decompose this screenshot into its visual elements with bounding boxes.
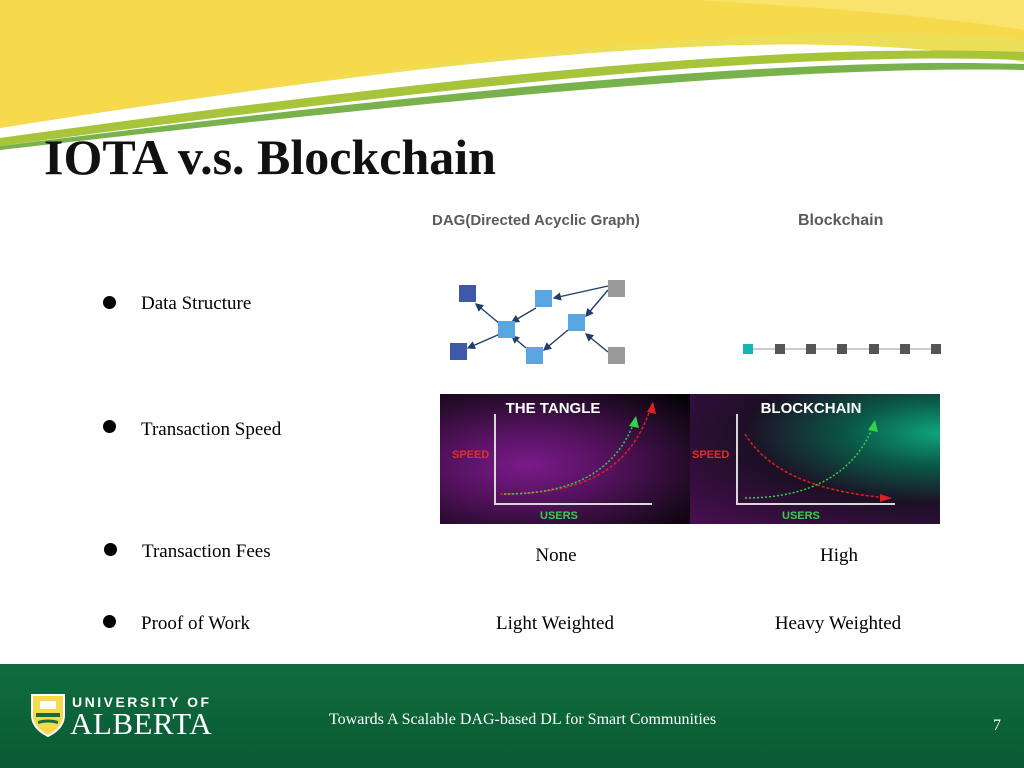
- row-label-transaction-speed: Transaction Speed: [141, 419, 281, 441]
- chain-block: [869, 344, 879, 354]
- dag-node: [568, 314, 585, 331]
- university-logo-main: ALBERTA: [70, 706, 212, 742]
- blockchain-diagram: [738, 340, 948, 360]
- bullet-icon: [103, 296, 116, 309]
- dag-node: [608, 280, 625, 297]
- blockchain-fees-value: High: [820, 545, 858, 567]
- tangle-green-curve: [504, 420, 635, 494]
- university-crest-icon: [30, 693, 66, 737]
- dag-column-heading: DAG(Directed Acyclic Graph): [432, 212, 640, 229]
- arrow-head-icon: [629, 416, 639, 428]
- row-label-proof-of-work: Proof of Work: [141, 613, 250, 635]
- chain-block: [837, 344, 847, 354]
- row-label-data-structure: Data Structure: [141, 293, 251, 315]
- bullet-icon: [103, 615, 116, 628]
- dag-node: [498, 321, 515, 338]
- row-label-transaction-fees: Transaction Fees: [142, 541, 271, 563]
- dag-node: [526, 347, 543, 364]
- chain-block: [900, 344, 910, 354]
- dag-node: [535, 290, 552, 307]
- blockchain-pow-value: Heavy Weighted: [775, 613, 901, 635]
- chain-block: [775, 344, 785, 354]
- dag-pow-value: Light Weighted: [496, 613, 614, 635]
- tangle-speed-graph: [440, 394, 690, 524]
- tangle-red-curve: [500, 404, 652, 494]
- dag-node: [450, 343, 467, 360]
- arrow-head-icon: [880, 494, 892, 502]
- dag-node: [608, 347, 625, 364]
- footer-text: Towards A Scalable DAG-based DL for Smar…: [329, 711, 716, 729]
- blockchain-speed-graph: [690, 394, 940, 524]
- chain-block: [931, 344, 941, 354]
- dag-fees-value: None: [535, 545, 576, 567]
- page-number: 7: [993, 717, 1001, 735]
- dag-diagram: [440, 272, 640, 372]
- blockchain-column-heading: Blockchain: [798, 212, 883, 230]
- blockchain-green-curve: [745, 424, 874, 498]
- arrow-head-icon: [868, 420, 878, 432]
- chain-block: [743, 344, 753, 354]
- tangle-speed-panel: THE TANGLE SPEED USERS: [440, 394, 690, 524]
- tangle-axes: [495, 414, 652, 504]
- dag-node: [459, 285, 476, 302]
- bullet-icon: [104, 543, 117, 556]
- arrow-head-icon: [647, 402, 656, 414]
- chain-block: [806, 344, 816, 354]
- bullet-icon: [103, 420, 116, 433]
- slide-title: IOTA v.s. Blockchain: [44, 128, 496, 186]
- blockchain-red-curve: [745, 434, 888, 498]
- blockchain-speed-panel: BLOCKCHAIN SPEED USERS: [690, 394, 940, 524]
